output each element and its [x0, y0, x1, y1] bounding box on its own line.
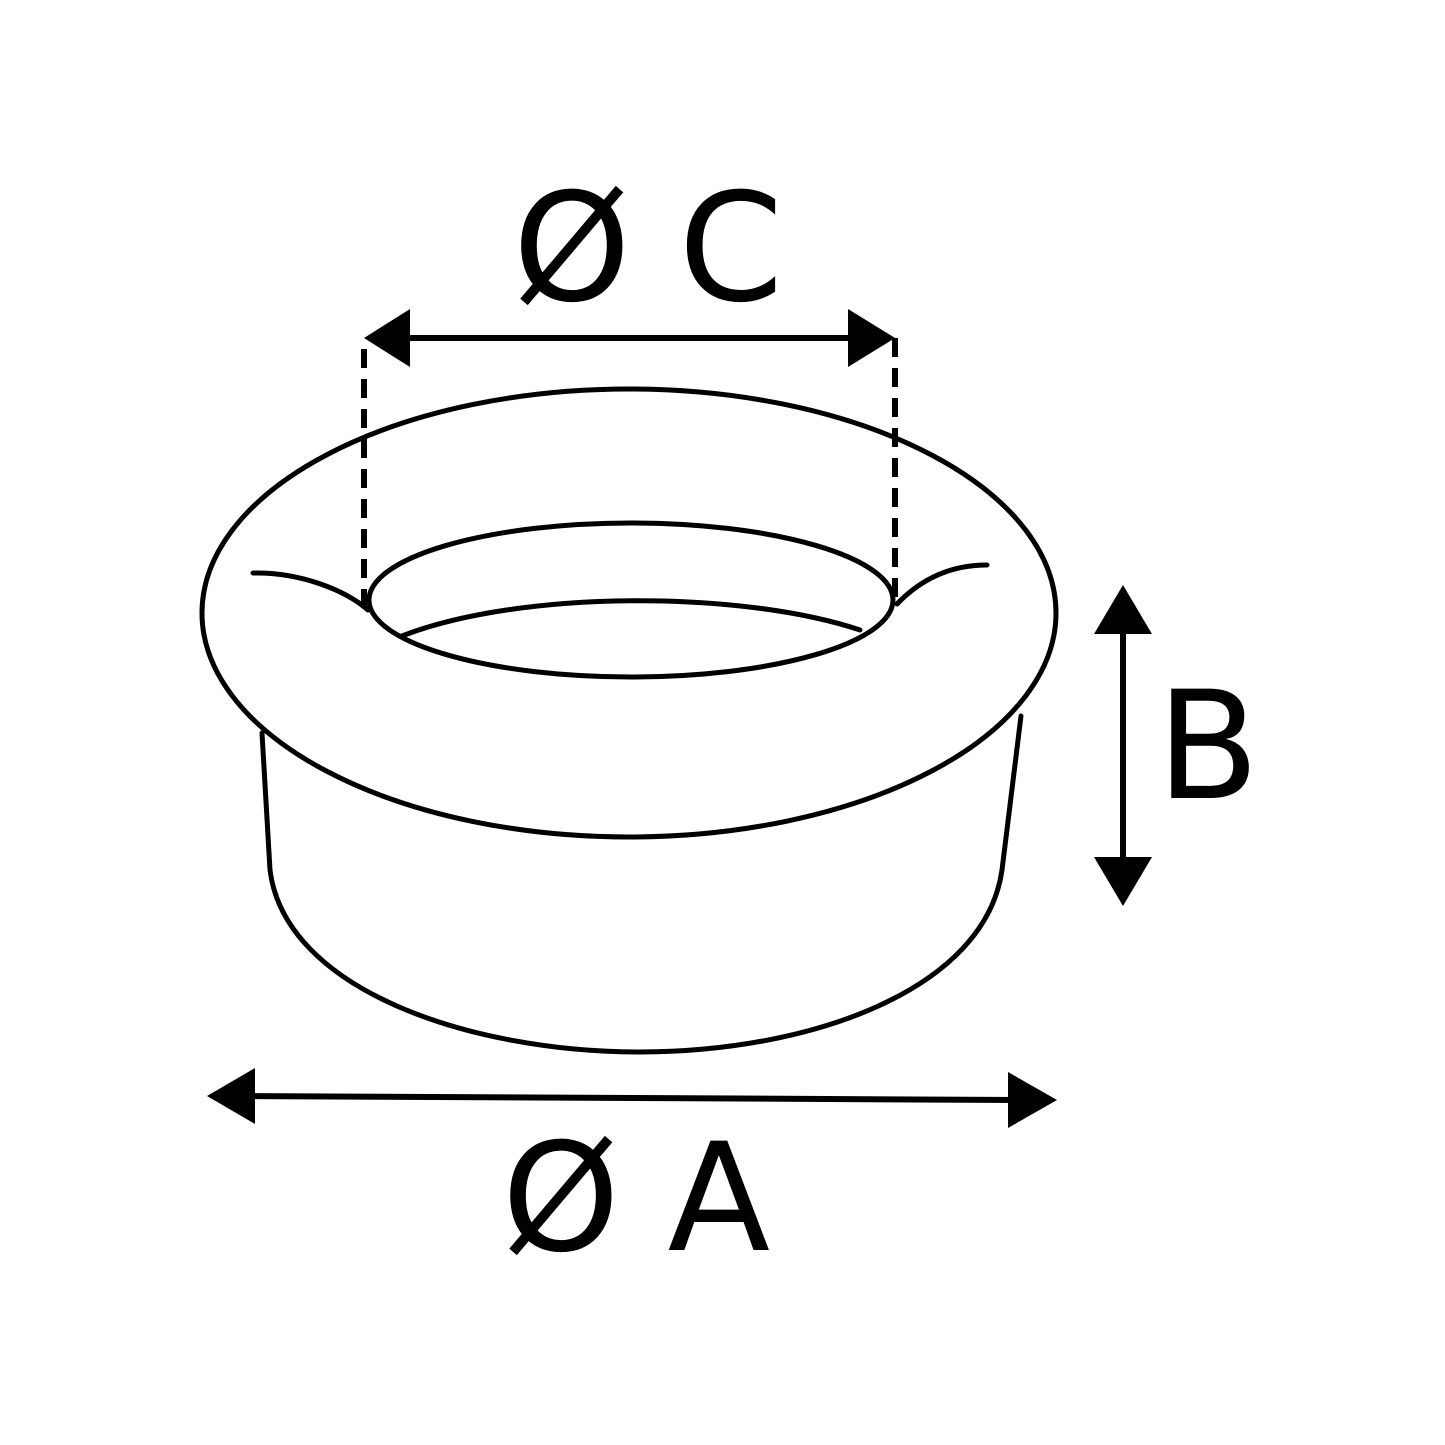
arrowhead-up-icon: [1094, 585, 1152, 634]
arrowhead-left-icon: [364, 309, 410, 367]
arrowhead-right-icon: [848, 309, 895, 367]
label-height-b: B: [1157, 660, 1260, 834]
inner-bore-edge: [399, 598, 863, 639]
flange-curve-left: [250, 570, 371, 613]
opening-ellipse: [366, 520, 896, 680]
flange-outer-ellipse: [199, 386, 1059, 840]
sleeve-outline: [259, 713, 1024, 1055]
arrowhead-down-icon: [1094, 857, 1152, 906]
label-diameter-a: Ø A: [502, 1112, 770, 1286]
dimension-arrow-a-shaft: [239, 1093, 1021, 1103]
arrowhead-right-icon: [1008, 1072, 1057, 1128]
arrowhead-left-icon: [207, 1068, 255, 1124]
label-diameter-c: Ø C: [513, 162, 783, 336]
flange-curve-right: [894, 562, 990, 607]
